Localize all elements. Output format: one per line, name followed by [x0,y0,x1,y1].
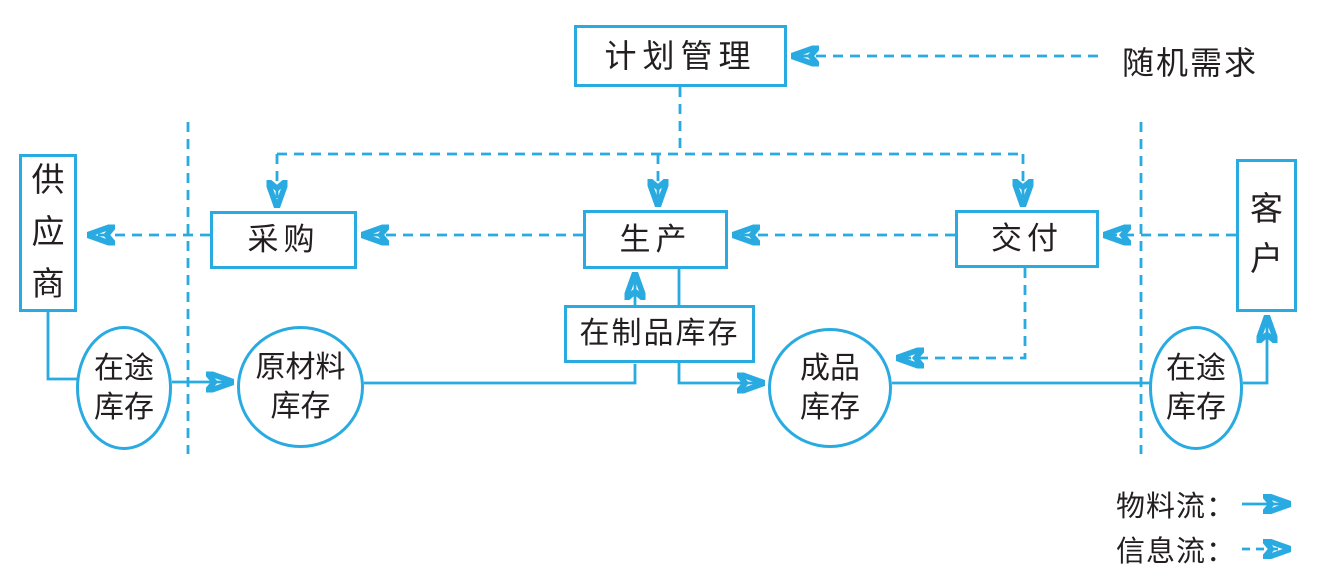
node-production: 生产 [583,210,728,269]
node-transit-inventory-right-label: 在途库存 [1166,352,1226,424]
legend-information-flow-label: 信息流： [1116,535,1237,568]
material-wip-to-finished-arrow [677,363,764,383]
node-procurement: 采购 [210,211,357,269]
node-wip-inventory: 在制品库存 [564,305,755,363]
node-plan-management: 计划管理 [574,25,787,87]
legend: 物料流： 信息流： [1116,481,1302,571]
node-finished-goods-inventory: 成品库存 [768,328,892,448]
material-raw-to-wip [364,364,637,385]
dashed-arrow-icon [1242,539,1302,559]
node-customer-label: 客户 [1249,192,1283,278]
material-transit-right-to-customer-arrow [1243,316,1267,385]
node-transit-inventory-left-label: 在途库存 [94,352,154,424]
legend-material-flow-label: 物料流： [1116,490,1237,523]
node-customer: 客户 [1236,159,1297,312]
node-production-label: 生产 [619,221,692,257]
info-delivery-to-finished-arrow [897,268,1027,358]
legend-information-flow: 信息流： [1116,526,1302,571]
random-demand-label: 随机需求 [1122,45,1259,81]
node-delivery-label: 交付 [991,221,1063,257]
node-plan-management-label: 计划管理 [604,37,757,74]
node-delivery: 交付 [955,210,1099,268]
node-raw-material-inventory: 原材料库存 [237,326,364,448]
node-raw-material-inventory-label: 原材料库存 [255,351,346,423]
node-finished-goods-inventory-label: 成品库存 [800,352,860,424]
node-transit-inventory-right: 在途库存 [1149,326,1243,450]
node-procurement-label: 采购 [247,222,320,258]
node-transit-inventory-left: 在途库存 [76,326,172,450]
legend-material-flow: 物料流： [1116,481,1302,526]
node-wip-inventory-label: 在制品库存 [579,317,740,350]
node-supplier: 供应商 [19,154,77,312]
node-supplier-label: 供应商 [31,162,65,304]
material-supplier-to-transit-left [46,312,77,381]
solid-arrow-icon [1242,494,1302,514]
